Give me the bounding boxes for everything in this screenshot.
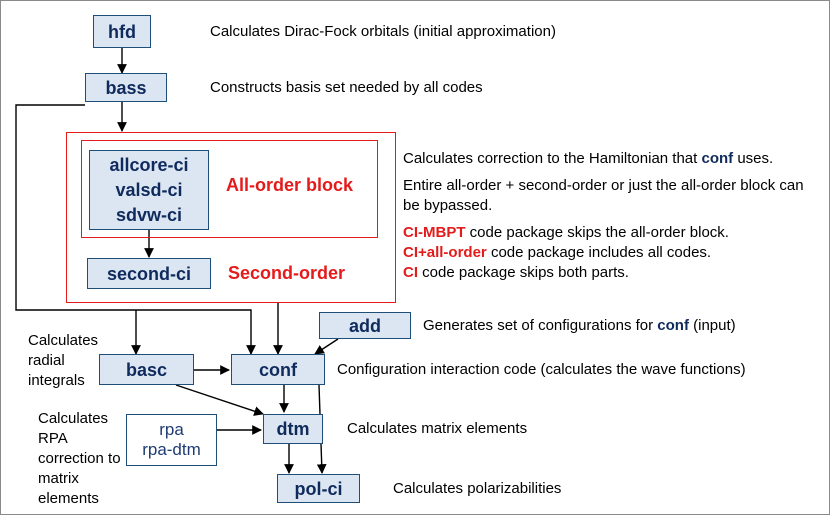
bypass-description: Entire all-order + second-order or just … — [403, 177, 804, 214]
arrow-add-conf — [314, 338, 339, 355]
all-order-frame — [81, 140, 378, 238]
bass-description: Constructs basis set needed by all codes — [210, 79, 483, 96]
add-description: Generates set of configurations for conf… — [423, 317, 736, 334]
dtm-label: dtm — [276, 419, 310, 439]
conf-description: Configuration interaction code (calculat… — [337, 361, 746, 378]
add-label: add — [348, 315, 381, 336]
conf-label: conf — [259, 359, 297, 380]
basc-label: basc — [125, 359, 168, 380]
bass-box: bass — [85, 73, 167, 102]
rpa-description: Calculates RPA correction to matrix elem… — [38, 410, 121, 507]
rpa-label: rpa — [159, 420, 184, 439]
arrow-bass-conf-bypass — [15, 104, 256, 355]
correction-outer-frame — [66, 132, 396, 303]
allcore-ci-label: allcore-ci — [109, 154, 189, 175]
all-order-codes-box: allcore-ci valsd-ci sdvw-ci — [89, 150, 209, 230]
rpa-box: rpa rpa-dtm — [126, 414, 217, 466]
hfd-box: hfd — [93, 15, 151, 48]
hfd-label: hfd — [108, 21, 136, 42]
bass-label: bass — [105, 77, 147, 98]
rpa-dtm-label: rpa-dtm — [142, 440, 201, 459]
sdvw-ci-label: sdvw-ci — [115, 204, 183, 225]
second-ci-box: second-ci — [87, 258, 211, 289]
valsd-ci-label: valsd-ci — [115, 179, 183, 200]
basc-box: basc — [99, 354, 194, 385]
basc-description: Calculates radial integrals — [28, 332, 99, 389]
dtm-box: dtm — [263, 414, 323, 444]
ci-mbpt-description: CI-MBPT code package skips the all-order… — [403, 224, 729, 241]
ci-description: CI code package skips both parts. — [403, 264, 629, 281]
dtm-description: Calculates matrix elements — [347, 420, 528, 437]
correction-description: Calculates correction to the Hamiltonian… — [403, 150, 774, 167]
add-box: add — [319, 312, 411, 339]
arrow-basc-dtm — [175, 384, 264, 416]
second-ci-label: second-ci — [106, 263, 192, 284]
pol-ci-label: pol-ci — [294, 478, 343, 499]
pol-ci-description: Calculates polarizabilities — [393, 480, 562, 497]
all-order-block-label: All-order block — [226, 175, 354, 195]
conf-box: conf — [231, 354, 325, 385]
second-order-label: Second-order — [228, 263, 346, 283]
pol-ci-box: pol-ci — [277, 474, 360, 503]
hfd-description: Calculates Dirac-Fock orbitals (initial … — [210, 23, 556, 40]
ci-all-order-description: CI+all-order code package includes all c… — [403, 244, 712, 261]
